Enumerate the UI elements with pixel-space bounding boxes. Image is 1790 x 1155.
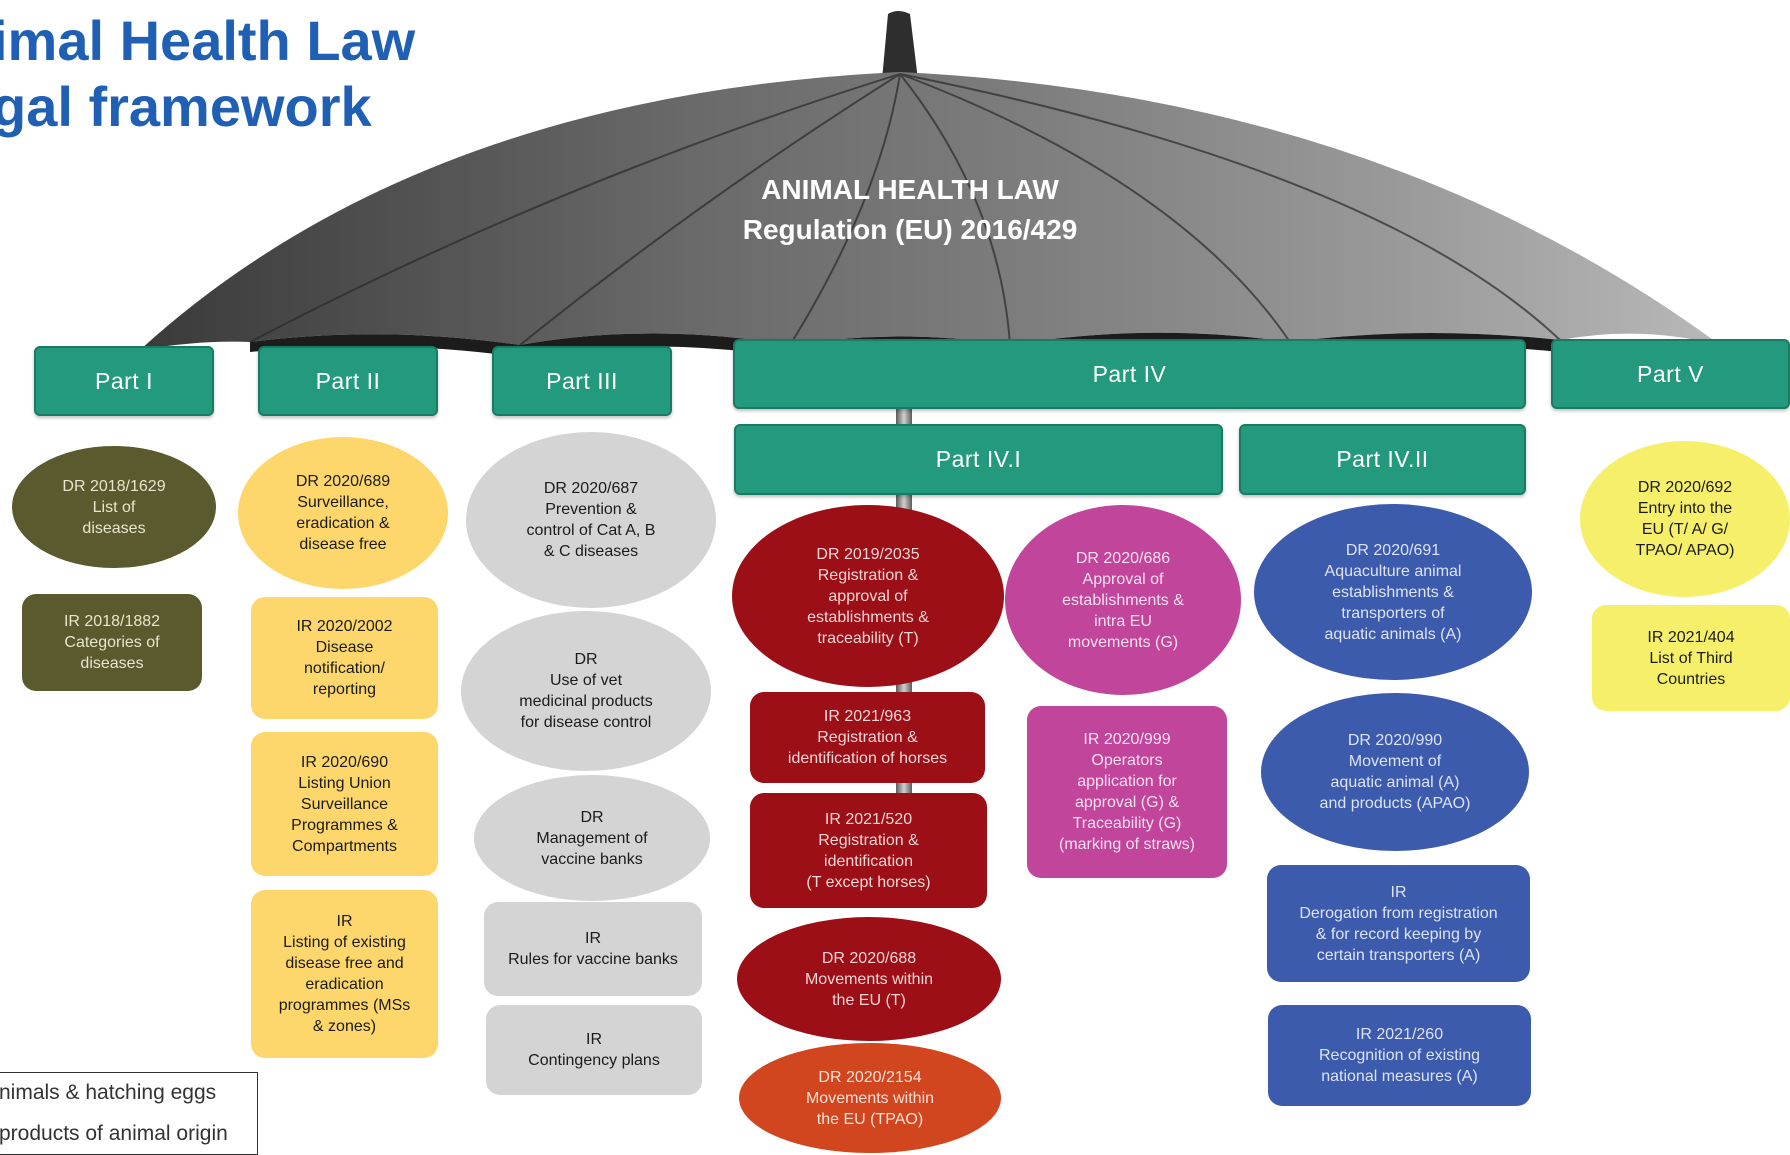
part-5-header: Part V (1551, 339, 1790, 409)
part-1-header: Part I (34, 346, 214, 416)
umbrella-canopy (140, 72, 1720, 350)
umbrella-caption-line-2: Regulation (EU) 2016/429 (742, 214, 1078, 245)
page-title: imal Health Law gal framework (0, 8, 415, 140)
part-4-1-header: Part IV.I (734, 424, 1223, 495)
umbrella-ribs (249, 73, 1561, 346)
legend-row-products: products of animal origin (0, 1113, 258, 1155)
part-4-2-header: Part IV.II (1239, 424, 1526, 495)
umbrella-caption: ANIMAL HEALTH LAW Regulation (EU) 2016/4… (640, 170, 1180, 250)
part-4-header: Part IV (733, 339, 1526, 409)
title-line-2: gal framework (0, 75, 372, 138)
legend-row-animals: nimals & hatching eggs (0, 1072, 258, 1114)
title-line-1: imal Health Law (0, 9, 416, 72)
part-3-header: Part III (492, 346, 672, 416)
umbrella-tip (882, 11, 918, 80)
umbrella-caption-line-1: ANIMAL HEALTH LAW (761, 174, 1059, 205)
part-2-header: Part II (258, 346, 438, 416)
